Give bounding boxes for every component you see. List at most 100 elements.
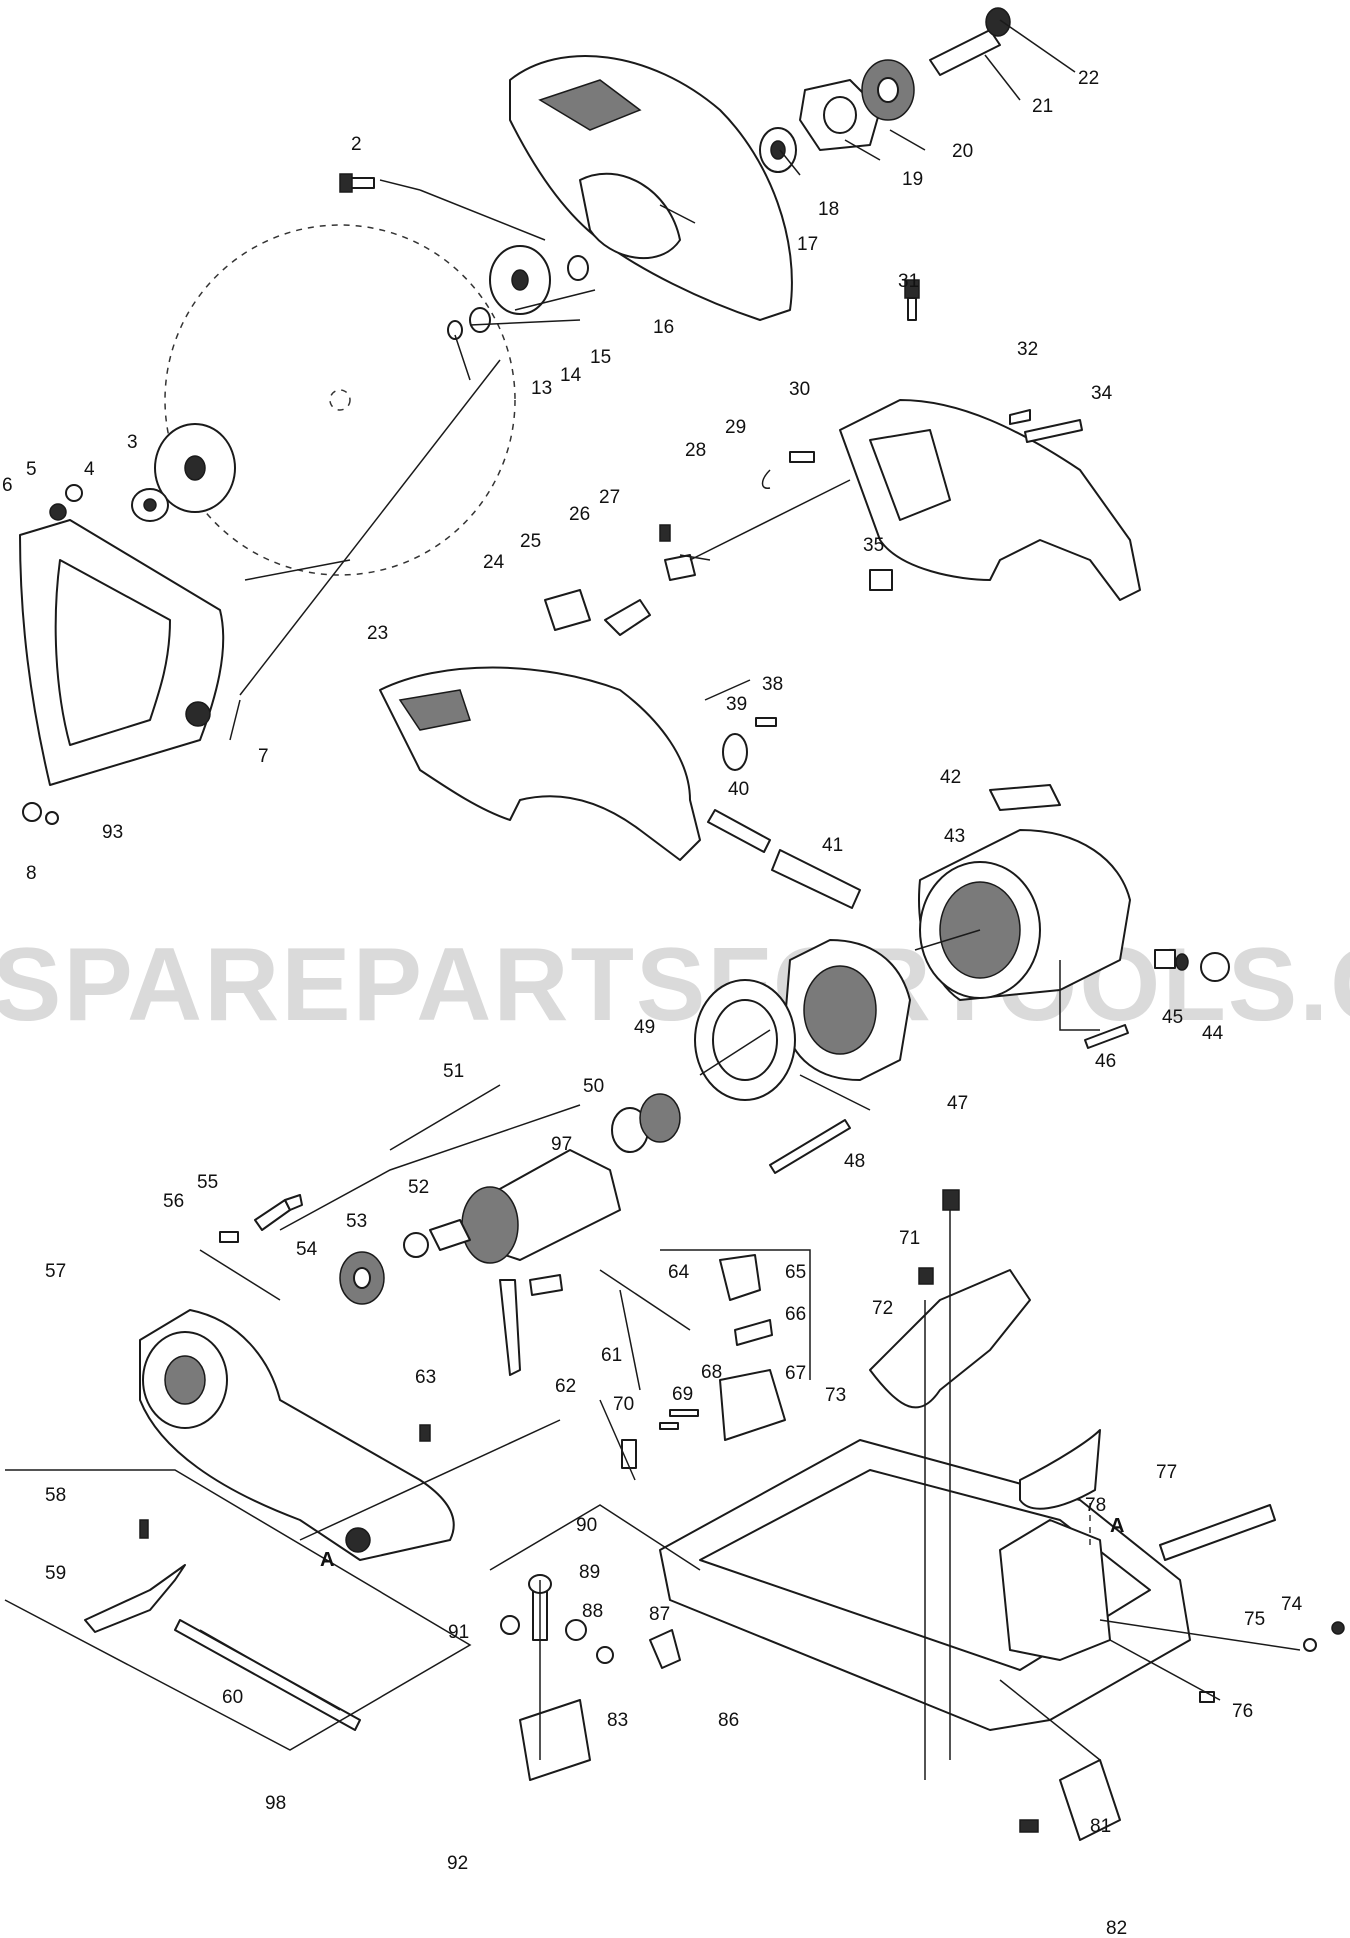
part-label: 28 <box>685 440 706 461</box>
part-label: 67 <box>785 1363 806 1384</box>
part-label: 5 <box>26 459 37 480</box>
part-label: 34 <box>1091 383 1113 404</box>
part-label: 87 <box>649 1604 670 1625</box>
part-label: 20 <box>952 141 973 162</box>
part-label: 83 <box>607 1710 628 1731</box>
flange-parts <box>447 245 589 340</box>
cable-parts <box>707 717 861 909</box>
part-label: 88 <box>582 1601 603 1622</box>
guard-cover <box>19 519 225 786</box>
part-label: 82 <box>1106 1918 1127 1938</box>
part-label: 35 <box>863 535 884 556</box>
part-label: 18 <box>818 199 839 220</box>
blade-guard <box>509 55 793 321</box>
part-label: 39 <box>726 694 747 715</box>
part-label: 4 <box>84 459 95 480</box>
part-label: 86 <box>718 1710 739 1731</box>
part-label: 6 <box>2 475 13 496</box>
part-label: 57 <box>45 1261 66 1282</box>
part-label: 49 <box>634 1017 655 1038</box>
bearing-and-wrench <box>219 1194 429 1305</box>
part-label: 14 <box>560 365 582 386</box>
part-label: 13 <box>531 378 552 399</box>
reference-mark-a-right: A <box>1110 1515 1124 1537</box>
vise-parts <box>84 1519 361 1731</box>
part-label: 2 <box>351 134 362 155</box>
part-label: 8 <box>26 863 37 884</box>
part-label: 81 <box>1090 1816 1111 1837</box>
part-label: 30 <box>789 379 810 400</box>
part-label: 50 <box>583 1076 604 1097</box>
part-label: 62 <box>555 1376 576 1397</box>
part-label: 77 <box>1156 1462 1177 1483</box>
part-label: 71 <box>899 1228 920 1249</box>
part-label: 59 <box>45 1563 66 1584</box>
bearing-assembly <box>759 7 1011 173</box>
outer-flange <box>22 423 236 825</box>
part-label: 73 <box>825 1385 846 1406</box>
part-label: 7 <box>258 746 269 767</box>
part-label: 58 <box>45 1485 66 1506</box>
part-label: 19 <box>902 169 923 190</box>
part-label: 78 <box>1085 1495 1106 1516</box>
part-label: 90 <box>576 1515 597 1536</box>
part-label: 26 <box>569 504 590 525</box>
brush-parts <box>1084 949 1230 1049</box>
switch-parts <box>544 409 1083 636</box>
part-label: 63 <box>415 1367 436 1388</box>
part-label: 68 <box>701 1362 722 1383</box>
part-label: 43 <box>944 826 965 847</box>
part-label: 55 <box>197 1172 218 1193</box>
vise-hardware <box>419 1254 786 1469</box>
part-label: 29 <box>725 417 746 438</box>
handle-right-half <box>839 279 1141 601</box>
part-label: 97 <box>551 1134 572 1155</box>
part-label: 42 <box>940 767 961 788</box>
part-label: 74 <box>1281 1594 1303 1615</box>
part-label: 91 <box>448 1622 469 1643</box>
part-label: 98 <box>265 1793 286 1814</box>
part-label: 48 <box>844 1151 865 1172</box>
part-label: 3 <box>127 432 138 453</box>
part-label: 40 <box>728 779 749 800</box>
reference-mark-a-left: A <box>320 1549 334 1571</box>
part-label: 32 <box>1017 339 1038 360</box>
part-label: 51 <box>443 1061 464 1082</box>
part-label: 53 <box>346 1211 367 1232</box>
part-label: 38 <box>762 674 783 695</box>
part-label: 23 <box>367 623 388 644</box>
part-label: 25 <box>520 531 541 552</box>
part-label: 66 <box>785 1304 806 1325</box>
saw-blade-outline <box>164 224 516 576</box>
part-label: 45 <box>1162 1007 1183 1028</box>
part-label: 92 <box>447 1853 468 1874</box>
stator <box>784 939 911 1081</box>
part-label: 46 <box>1095 1051 1116 1072</box>
part-label: 60 <box>222 1687 243 1708</box>
part-label: 72 <box>872 1298 893 1319</box>
handle-left-half <box>379 666 701 861</box>
part-label: 56 <box>163 1191 184 1212</box>
part-label: 61 <box>601 1345 622 1366</box>
part-label: 69 <box>672 1384 693 1405</box>
part-label: 75 <box>1244 1609 1265 1630</box>
part-label: 76 <box>1232 1701 1253 1722</box>
part-labels: 2 3 4 5 6 7 8 13 14 15 16 17 18 19 20 21… <box>2 68 1303 1938</box>
part-label: 41 <box>822 835 843 856</box>
part-label: 27 <box>599 487 620 508</box>
bolt-and-baffle <box>694 979 851 1174</box>
part-label: 64 <box>668 1262 690 1283</box>
part-label: 24 <box>483 552 505 573</box>
part-label: 16 <box>653 317 674 338</box>
gear-housing <box>139 1309 455 1561</box>
leader-lines <box>4 19 1301 1780</box>
part-label: 47 <box>947 1093 968 1114</box>
part-label: 52 <box>408 1177 429 1198</box>
part-label: 15 <box>590 347 611 368</box>
motor-housing <box>918 784 1131 1001</box>
part-label: 70 <box>613 1394 634 1415</box>
armature <box>429 1093 681 1264</box>
spring-and-pipe <box>1019 1429 1276 1561</box>
part-label: 44 <box>1202 1023 1224 1044</box>
